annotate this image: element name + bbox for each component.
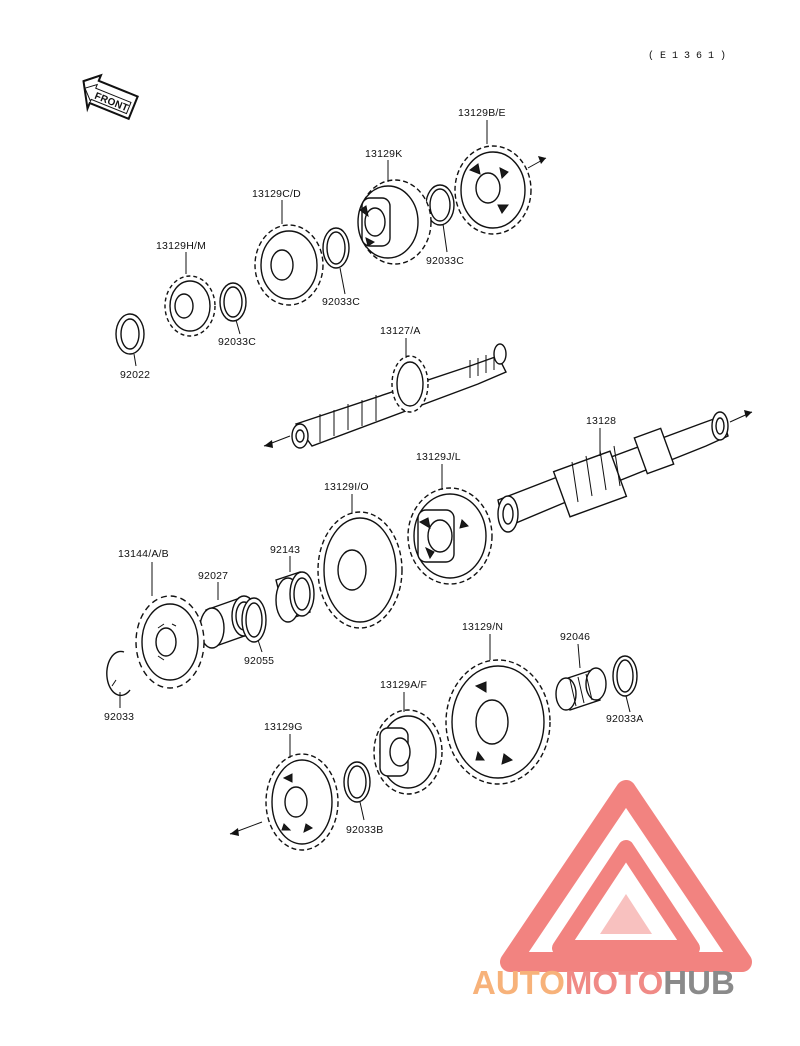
label-92046: 92046 bbox=[560, 631, 590, 643]
bearing-92046 bbox=[555, 667, 607, 711]
label-92033b: 92033B bbox=[346, 824, 383, 836]
gear-13129hm bbox=[164, 275, 216, 337]
label-92033c-upper: 92033C bbox=[426, 255, 464, 267]
label-92143: 92143 bbox=[270, 544, 300, 556]
gear-13129cd bbox=[254, 224, 324, 306]
label-13129hm: 13129H/M bbox=[156, 240, 206, 252]
watermark-logo-outer-triangle bbox=[500, 780, 752, 972]
gear-13129g bbox=[265, 753, 339, 851]
watermark-text-hub: HUB bbox=[663, 964, 735, 1001]
label-92055: 92055 bbox=[244, 655, 274, 667]
oring-92055 bbox=[241, 597, 267, 643]
label-13144ab: 13144/A/B bbox=[118, 548, 169, 560]
axis-arrow-lower bbox=[229, 821, 263, 836]
leader-92033c-middle bbox=[339, 267, 346, 295]
label-92033c-left: 92033C bbox=[218, 336, 256, 348]
circlip-92033c-upper bbox=[425, 184, 455, 226]
circlip-92033c-left bbox=[219, 282, 247, 322]
label-13129g: 13129G bbox=[264, 721, 303, 733]
gear-13129jl bbox=[407, 487, 493, 585]
leader-92033b bbox=[359, 801, 365, 821]
leader-92033a bbox=[625, 695, 631, 713]
watermark-logo-inner-triangle bbox=[552, 840, 700, 956]
circlip-92033b bbox=[343, 761, 371, 803]
leader-92022 bbox=[133, 353, 137, 367]
collar-92143 bbox=[275, 571, 315, 623]
label-13127a: 13127/A bbox=[380, 325, 421, 337]
circlip-92033a bbox=[612, 655, 638, 697]
leader-92033c-left bbox=[235, 319, 241, 335]
label-13129k: 13129K bbox=[365, 148, 402, 160]
gear-13129af bbox=[373, 709, 443, 795]
watermark-text-moto: MOTO bbox=[565, 964, 663, 1001]
front-arrow-badge: FRONT bbox=[82, 73, 139, 121]
reference-code: ( E 1 3 6 1 ) bbox=[648, 50, 726, 62]
label-92033: 92033 bbox=[104, 711, 134, 723]
watermark-wordmark: AUTOMOTOHUB bbox=[472, 964, 735, 1001]
axis-arrow-13127a bbox=[263, 435, 291, 448]
leader-92033c-upper bbox=[442, 223, 448, 253]
label-92027: 92027 bbox=[198, 570, 228, 582]
watermark-logo-center-triangle bbox=[600, 894, 652, 934]
label-92033c-middle: 92033C bbox=[322, 296, 360, 308]
label-13129n: 13129/N bbox=[462, 621, 503, 633]
axis-arrow-13128 bbox=[729, 410, 753, 423]
label-13129be: 13129B/E bbox=[458, 107, 506, 119]
gear-13129k bbox=[357, 179, 432, 265]
label-13129jl: 13129J/L bbox=[416, 451, 461, 463]
circlip-92033c-middle bbox=[322, 227, 350, 269]
gear-13129n bbox=[445, 659, 551, 785]
watermark-logo bbox=[500, 780, 752, 972]
leader-92046 bbox=[577, 643, 581, 669]
axis-arrow-upper bbox=[527, 156, 547, 169]
circlip-92033 bbox=[106, 650, 131, 697]
watermark-text-auto: AUTO bbox=[472, 964, 565, 1001]
shaft-13128 bbox=[497, 411, 729, 533]
leader-92055 bbox=[257, 639, 263, 653]
label-13129io: 13129I/O bbox=[324, 481, 369, 493]
shaft-13127a bbox=[291, 343, 507, 449]
label-92033a: 92033A bbox=[606, 713, 643, 725]
washer-92022 bbox=[115, 313, 145, 355]
sprocket-13144ab bbox=[135, 595, 205, 689]
gear-13129io bbox=[317, 511, 403, 629]
label-13128: 13128 bbox=[586, 415, 616, 427]
label-13129cd: 13129C/D bbox=[252, 188, 301, 200]
gear-13129be bbox=[454, 145, 532, 235]
label-13129af: 13129A/F bbox=[380, 679, 427, 691]
label-92022: 92022 bbox=[120, 369, 150, 381]
